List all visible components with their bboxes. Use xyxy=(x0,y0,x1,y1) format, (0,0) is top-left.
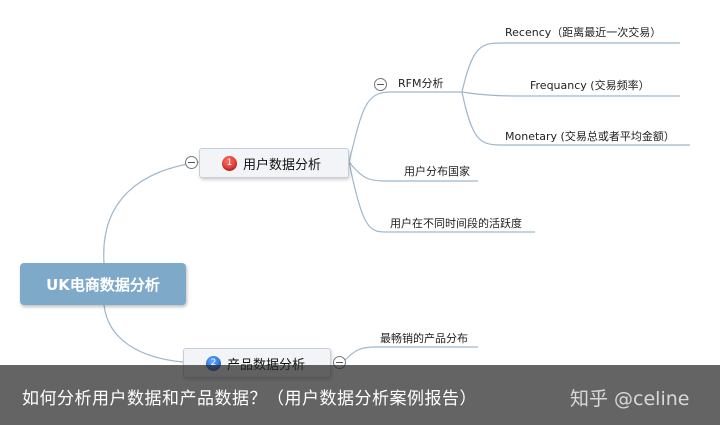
root-node-label: UK电商数据分析 xyxy=(46,275,160,294)
node-rfm[interactable]: RFM分析 xyxy=(398,77,444,90)
connector-user-to-activity xyxy=(348,161,535,233)
branch-node-user-data[interactable]: 1 用户数据分析 xyxy=(199,148,349,178)
collapse-toggle-user[interactable] xyxy=(185,156,198,169)
watermark: 知乎 @celine xyxy=(570,388,690,410)
priority-badge-icon: 1 xyxy=(222,155,237,171)
connector-user-to-rfm xyxy=(348,91,462,163)
node-user-activity[interactable]: 用户在不同时间段的活跃度 xyxy=(390,217,522,230)
caption-overlay xyxy=(0,365,720,425)
node-best-selling-products[interactable]: 最畅销的产品分布 xyxy=(380,332,468,345)
root-node[interactable]: UK电商数据分析 xyxy=(20,263,186,305)
branch-label: 用户数据分析 xyxy=(243,157,322,173)
connector-root-to-product xyxy=(103,304,184,363)
connector-rfm-to-monetary xyxy=(461,91,690,146)
connector-user-to-country xyxy=(348,161,478,182)
connector-product-to-bestseller xyxy=(342,346,478,363)
caption-text: 如何分析用户数据和产品数据？（用户数据分析案例报告） xyxy=(22,389,477,409)
connector-rfm-to-recency xyxy=(461,42,680,93)
connector-root-to-user xyxy=(103,161,201,264)
node-user-country[interactable]: 用户分布国家 xyxy=(404,165,470,178)
collapse-toggle-rfm[interactable] xyxy=(374,78,387,91)
leaf-monetary[interactable]: Monetary (交易总或者平均金额） xyxy=(505,130,675,143)
leaf-recency[interactable]: Recency（距离最近一次交易） xyxy=(505,26,662,39)
leaf-frequancy[interactable]: Frequancy (交易频率） xyxy=(530,79,650,92)
connector-rfm-to-frequancy xyxy=(461,91,680,97)
